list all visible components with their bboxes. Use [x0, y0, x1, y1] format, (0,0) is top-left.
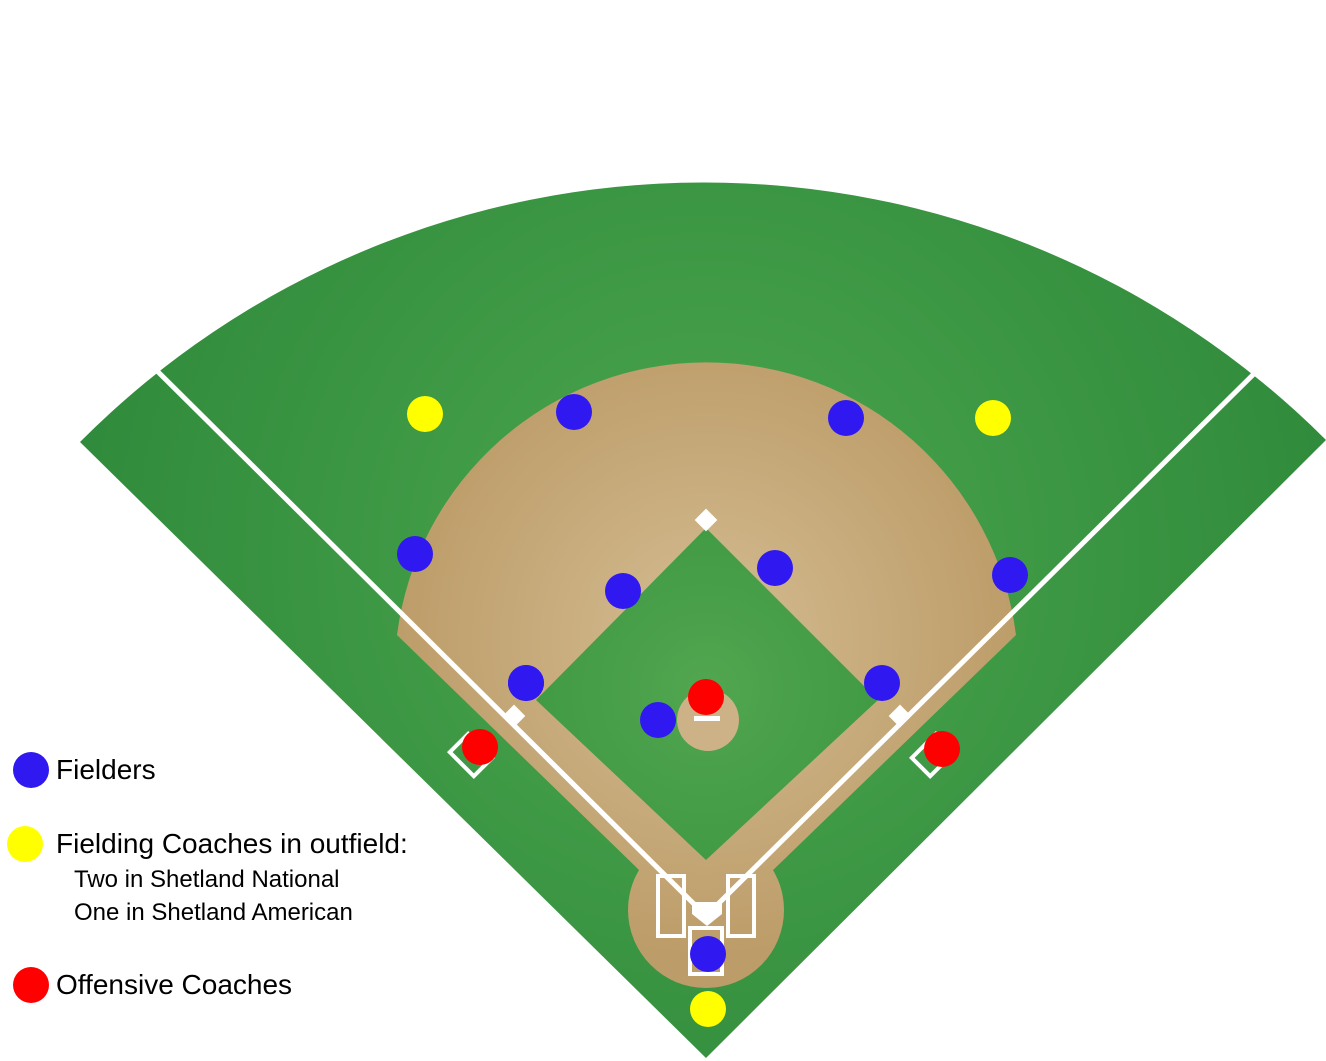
fielder-legend-dot [13, 752, 49, 788]
coaches-note-2: One in Shetland American [74, 899, 353, 927]
right-fielder-marker [992, 557, 1028, 593]
first-baseman-marker [864, 665, 900, 701]
left-outfield-coach-marker [407, 396, 443, 432]
coach-legend-dot [7, 826, 43, 862]
pitchers-rubber [694, 716, 720, 721]
offense-legend-label: Offensive Coaches [56, 969, 292, 1001]
coaches-note-1: Two in Shetland National [74, 866, 340, 894]
first-base-coach-marker [924, 731, 960, 767]
pitching-coach-marker [688, 679, 724, 715]
third-baseman-marker [508, 665, 544, 701]
shortstop-marker [757, 550, 793, 586]
fielders-legend-label: Fielders [56, 754, 156, 786]
center-left-fielder-marker [397, 536, 433, 572]
catcher-marker [690, 936, 726, 972]
left-fielder-marker [556, 394, 592, 430]
right-outfield-coach-marker [975, 400, 1011, 436]
center-right-fielder-marker [828, 400, 864, 436]
offense-legend-dot [13, 967, 49, 1003]
behind-plate-coach-marker [690, 991, 726, 1027]
third-base-coach-marker [462, 729, 498, 765]
pitcher-marker [640, 702, 676, 738]
left-short-fielder-marker [605, 573, 641, 609]
coaches-legend-label: Fielding Coaches in outfield: [56, 828, 408, 860]
